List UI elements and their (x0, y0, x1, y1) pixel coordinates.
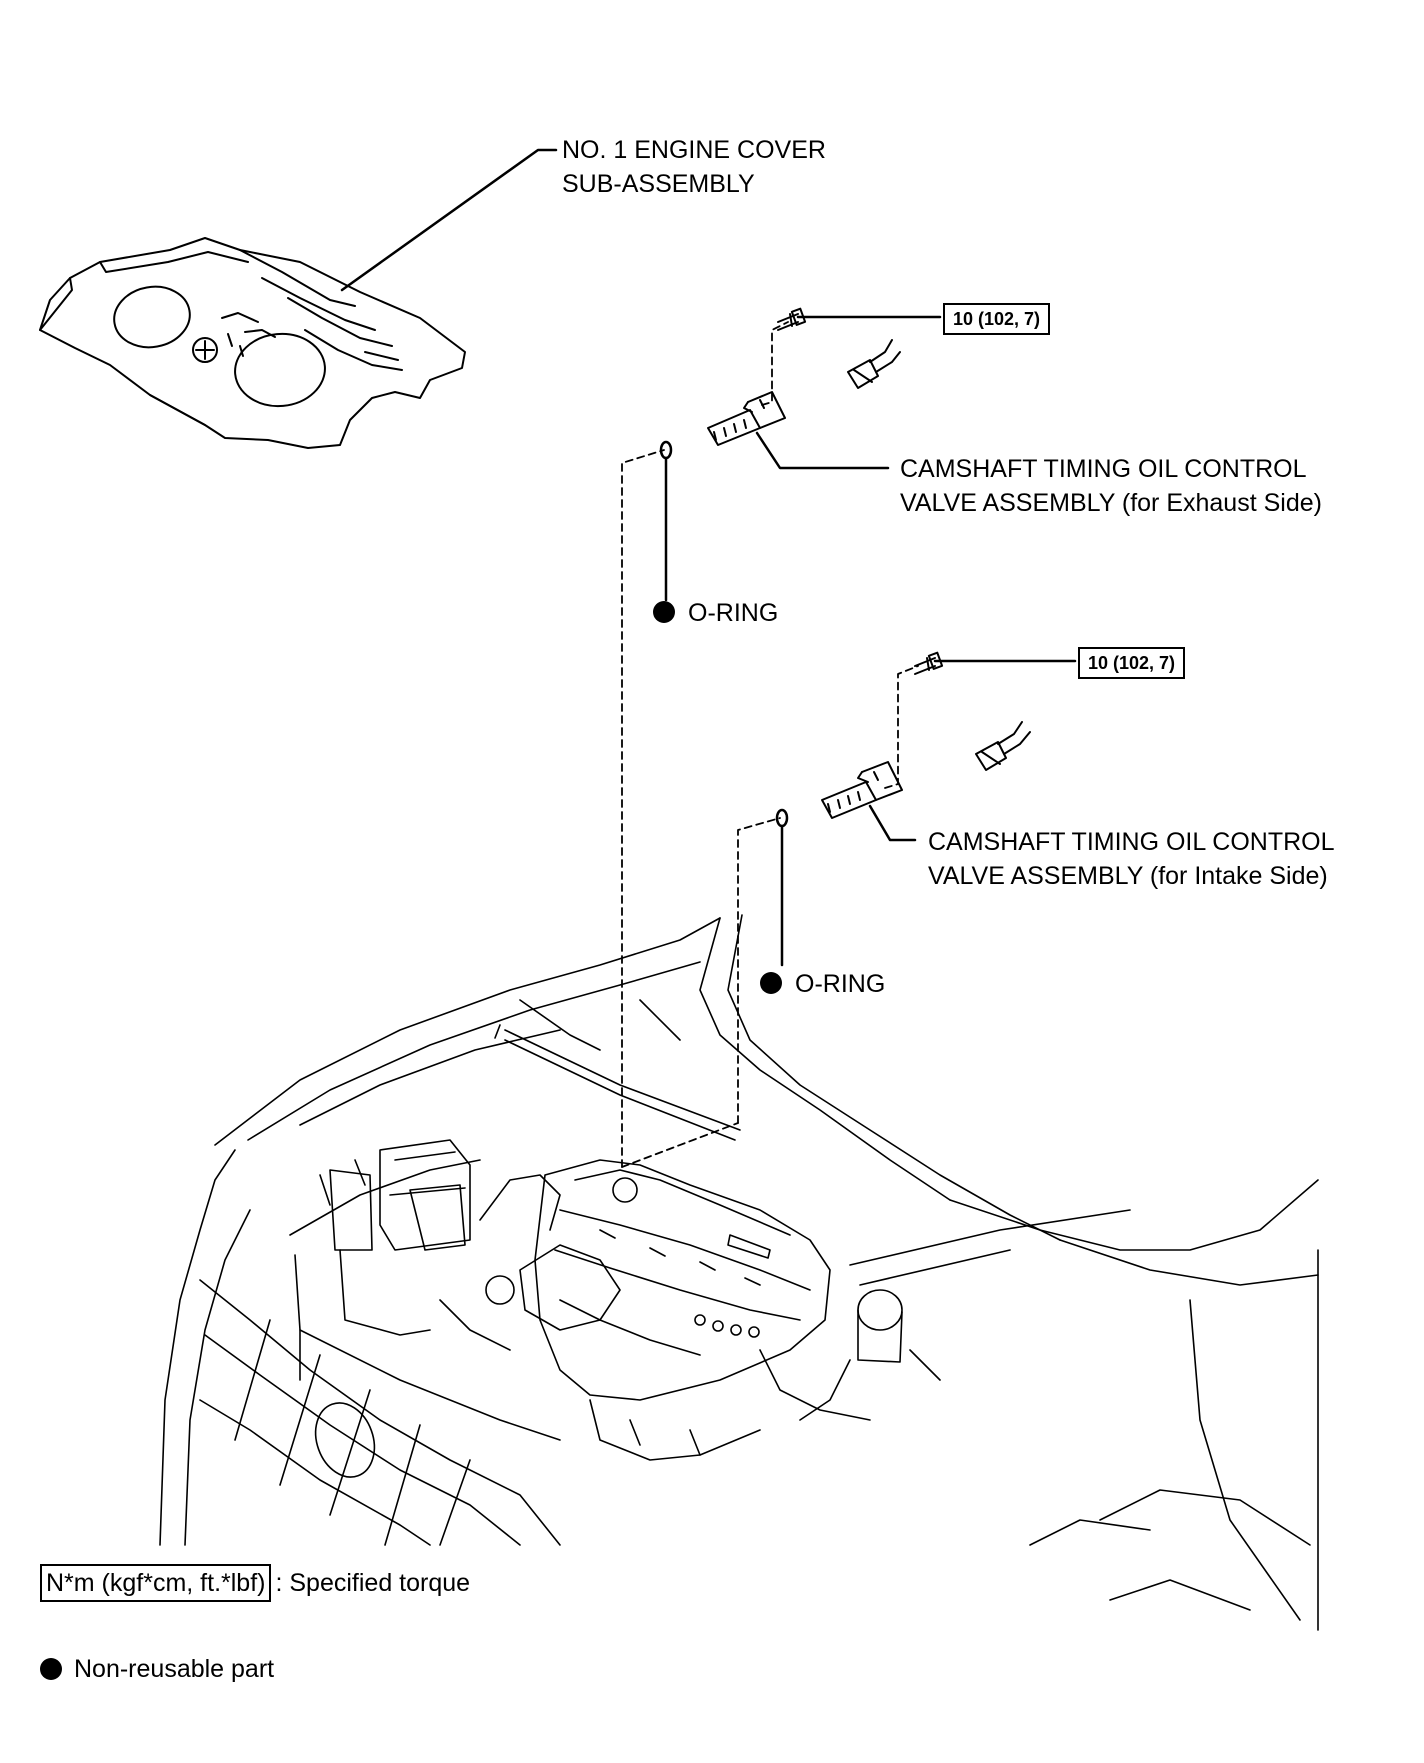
ocv-intake-label-line1: CAMSHAFT TIMING OIL CONTROL (928, 828, 1335, 856)
legend-torque-unit-box: N*m (kgf*cm, ft.*lbf) (40, 1564, 272, 1602)
ocv-exhaust-label-line1: CAMSHAFT TIMING OIL CONTROL (900, 455, 1307, 483)
oring-intake-label: O-RING (795, 970, 886, 998)
leader-lines (340, 148, 1077, 967)
assembly-guide-lines (621, 321, 919, 1168)
engine-cover-label-line1: NO. 1 ENGINE COVER (562, 136, 826, 164)
oring-exhaust-marker-icon (653, 601, 675, 623)
vehicle-front-drawing (159, 914, 1319, 1631)
engine-cover-label: NO. 1 ENGINE COVER SUB-ASSEMBLY (562, 133, 826, 201)
ocv-intake-label-line2: VALVE ASSEMBLY (for Intake Side) (928, 862, 1328, 890)
torque-box-intake: 10 (102, 7) (1078, 647, 1186, 679)
ocv-exhaust-drawing (659, 307, 901, 460)
legend-non-reusable-text: Non-reusable part (74, 1655, 275, 1683)
legend-torque-desc: : Specified torque (275, 1569, 471, 1597)
oring-exhaust-label: O-RING (688, 599, 779, 627)
legend-torque: N*m (kgf*cm, ft.*lbf): Specified torque (40, 1564, 470, 1602)
engine-cover-label-line2: SUB-ASSEMBLY (562, 170, 755, 198)
ocv-intake-drawing (775, 651, 1031, 828)
oring-intake-marker-icon (760, 972, 782, 994)
legend-non-reusable: Non-reusable part (40, 1652, 274, 1686)
filled-circle-icon (40, 1658, 62, 1680)
ocv-exhaust-label: CAMSHAFT TIMING OIL CONTROL VALVE ASSEMB… (900, 452, 1322, 520)
torque-box-exhaust: 10 (102, 7) (943, 303, 1051, 335)
ocv-exhaust-label-line2: VALVE ASSEMBLY (for Exhaust Side) (900, 489, 1322, 517)
ocv-intake-label: CAMSHAFT TIMING OIL CONTROL VALVE ASSEMB… (928, 825, 1335, 893)
engine-cover-drawing (39, 237, 466, 449)
